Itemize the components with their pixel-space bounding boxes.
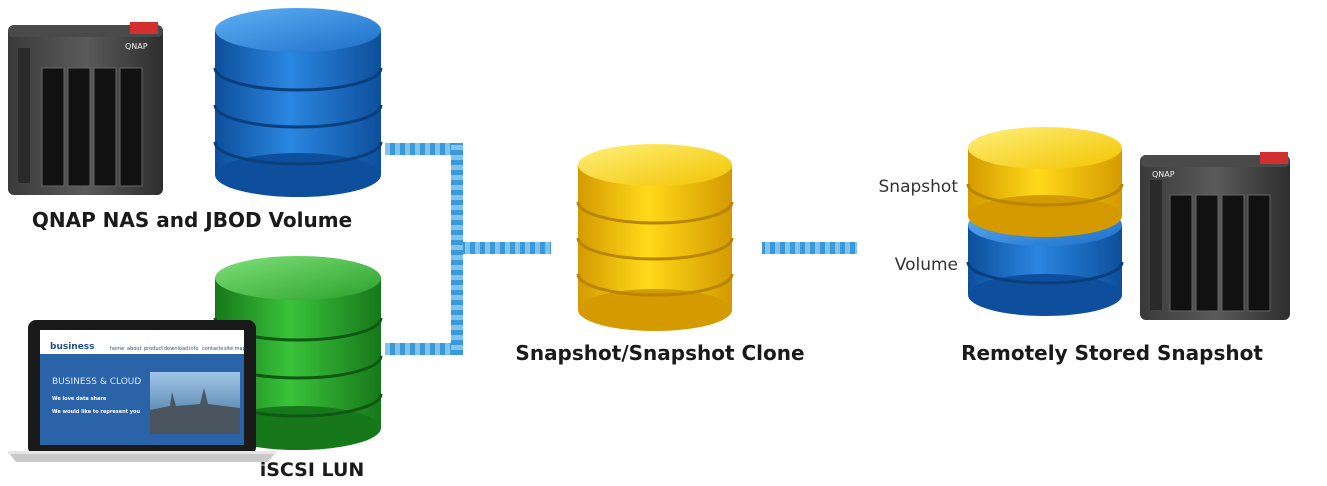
label-nas-volume: QNAP NAS and JBOD Volume bbox=[32, 208, 352, 232]
laptop: business home about product download inf… bbox=[8, 320, 276, 462]
remote-database bbox=[966, 127, 1124, 316]
label-snapshot: Snapshot bbox=[879, 177, 959, 197]
label-iscsi: iSCSI LUN bbox=[260, 459, 365, 481]
laptop-heading-1: We love data share bbox=[52, 396, 107, 402]
yellow-database-snapshot bbox=[576, 144, 734, 331]
connector-merge bbox=[385, 143, 551, 355]
nas-brand-logo: QNAP bbox=[125, 42, 148, 51]
laptop-banner: BUSINESS & CLOUD bbox=[52, 377, 141, 387]
label-snapshot-clone: Snapshot/Snapshot Clone bbox=[515, 341, 804, 365]
label-volume: Volume bbox=[895, 255, 958, 275]
laptop-nav-1: about bbox=[127, 346, 141, 352]
laptop-nav-2: product bbox=[144, 346, 163, 352]
blue-database-volume bbox=[213, 8, 383, 197]
laptop-brand: business bbox=[50, 342, 95, 352]
laptop-nav-3: download bbox=[164, 346, 188, 352]
laptop-nav-6: site map bbox=[224, 346, 246, 352]
laptop-nav-0: home bbox=[110, 346, 124, 352]
connector-remote bbox=[762, 242, 857, 254]
nas-brand-logo-right: QNAP bbox=[1152, 170, 1175, 179]
nas-device-right: QNAP bbox=[1140, 152, 1290, 320]
nas-device-left: QNAP bbox=[8, 22, 163, 195]
laptop-heading-2: We would like to represent you bbox=[52, 409, 140, 415]
label-remote-snapshot: Remotely Stored Snapshot bbox=[961, 341, 1263, 365]
laptop-nav-5: contacts bbox=[202, 346, 224, 352]
laptop-nav-4: info bbox=[189, 346, 198, 352]
